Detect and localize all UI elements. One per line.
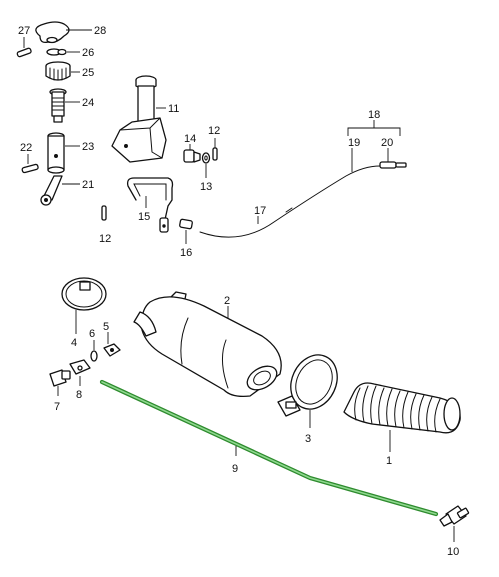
part-24-threaded-shaft[interactable] — [49, 88, 67, 123]
part-26-ring[interactable] — [46, 48, 67, 56]
label-9: 9 — [232, 463, 238, 475]
label-23: 23 — [82, 141, 94, 153]
label-6: 6 — [89, 328, 95, 340]
label-28: 28 — [94, 25, 106, 37]
label-24: 24 — [82, 97, 94, 109]
part-28-knob[interactable] — [35, 21, 70, 44]
part-17-cable[interactable] — [199, 161, 407, 238]
label-12-lower: 12 — [99, 233, 111, 245]
label-17: 17 — [254, 205, 266, 217]
label-14: 14 — [184, 133, 196, 145]
label-3: 3 — [305, 433, 311, 445]
label-5: 5 — [103, 321, 109, 333]
label-1: 1 — [386, 455, 392, 467]
label-2: 2 — [224, 295, 230, 307]
part-21-lever[interactable] — [40, 175, 63, 206]
label-15: 15 — [138, 211, 150, 223]
part-1-flexible-hose[interactable] — [343, 382, 461, 434]
part-4-clamp-band[interactable] — [61, 277, 107, 311]
part-16-clevis[interactable] — [179, 218, 193, 230]
part-25-knurled-nut[interactable] — [45, 61, 71, 81]
label-21: 21 — [82, 179, 94, 191]
leader-18-group — [347, 120, 401, 172]
part-2-heater-body[interactable] — [133, 291, 282, 398]
part-11-bracket-tube[interactable] — [111, 75, 167, 163]
label-13: 13 — [200, 181, 212, 193]
part-6-o-ring[interactable] — [90, 350, 98, 362]
part-10-end-fitting[interactable] — [439, 505, 470, 527]
part-23-sleeve[interactable] — [47, 132, 65, 174]
part-14-nut[interactable] — [183, 149, 201, 163]
label-20: 20 — [381, 137, 393, 149]
label-25: 25 — [82, 67, 94, 79]
label-26: 26 — [82, 47, 94, 59]
part-7-plug[interactable] — [49, 369, 71, 387]
part-22-pin[interactable] — [21, 163, 39, 174]
part-13-washer[interactable] — [201, 152, 211, 164]
label-11: 11 — [168, 103, 179, 115]
part-5-nut[interactable] — [103, 343, 121, 357]
label-12-upper: 12 — [208, 125, 220, 137]
part-15-bent-rod[interactable] — [126, 177, 174, 233]
part-12-pin-upper[interactable] — [212, 147, 218, 161]
part-8-fitting[interactable] — [69, 359, 91, 375]
label-22: 22 — [20, 142, 32, 154]
label-27: 27 — [18, 25, 30, 37]
part-12-pin-lower[interactable] — [101, 205, 107, 221]
label-7: 7 — [54, 401, 60, 413]
part-9-long-tube-highlighted[interactable] — [99, 379, 439, 517]
label-19: 19 — [348, 137, 360, 149]
label-10: 10 — [447, 546, 459, 558]
part-3-hose-clamp[interactable] — [277, 347, 346, 417]
label-18: 18 — [368, 109, 380, 121]
label-16: 16 — [180, 247, 192, 259]
label-8: 8 — [76, 389, 82, 401]
part-27-pin[interactable] — [16, 47, 32, 58]
label-4: 4 — [71, 337, 77, 349]
